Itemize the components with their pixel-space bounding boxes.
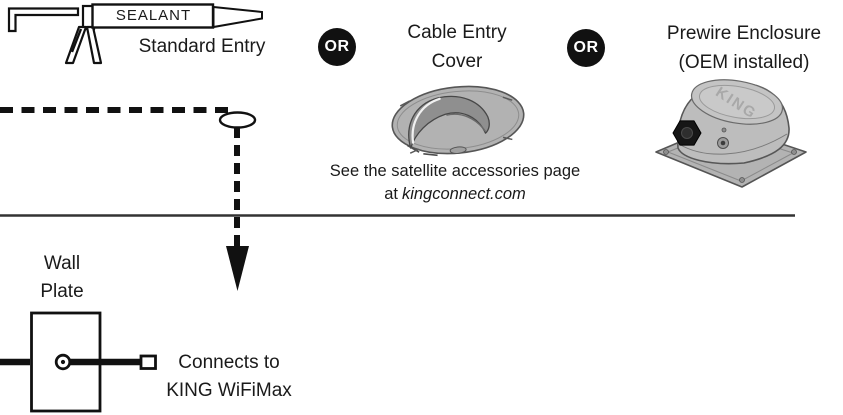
enclosure-lid-inner [698, 84, 776, 120]
accessories-note-at: at [384, 185, 398, 203]
prewire-enclosure-label: Prewire Enclosure (OEM installed) [644, 19, 843, 77]
enclosure-screw-bottom [739, 177, 745, 183]
cover-hump [408, 95, 490, 149]
enclosure-screw-right [791, 149, 797, 155]
cover-cable-notch [406, 144, 438, 157]
cable-entry-cover-label-line1: Cable Entry [407, 22, 507, 43]
enclosure-screw-top [721, 127, 727, 133]
sealant-nozzle [212, 5, 263, 29]
connects-to-label: Connects to KING WiFiMax [148, 349, 310, 405]
cover-hump-highlight [411, 97, 441, 144]
prewire-enclosure-illustration: KING [655, 79, 807, 188]
wall-plate-label-line1: Wall [43, 253, 81, 274]
connects-to-label-line2: KING WiFiMax [166, 380, 292, 401]
enclosure-screw-left [663, 149, 669, 155]
coax-port-pin [60, 359, 66, 365]
caulk-gun-rod-handle [7, 7, 80, 33]
wall-plate-label-line2: Plate [40, 281, 84, 302]
wall-plate-label: Wall Plate [23, 250, 101, 306]
or-badge-2-label: OR [573, 39, 599, 56]
caulk-gun-trigger [70, 28, 83, 53]
or-badge-2: OR [567, 29, 605, 67]
accessories-note-site: kingconnect.com [401, 185, 526, 203]
enclosure-port-core [720, 140, 726, 146]
connects-to-label-line1: Connects to [178, 352, 280, 373]
cover-bottom-latch [449, 146, 467, 154]
or-badge-1: OR [318, 28, 356, 66]
accessories-note-line1: See the satellite accessories page [329, 162, 581, 180]
cable-entry-cover-label-line2: Cover [431, 51, 483, 72]
cable-connector-icon [139, 354, 157, 370]
caulk-gun-right-leg [85, 25, 103, 65]
enclosure-body-seam [678, 133, 788, 155]
caulk-gun-illustration [7, 3, 263, 65]
cable-entry-cover-illustration [391, 85, 525, 157]
prewire-enclosure-label-line1: Prewire Enclosure [666, 23, 822, 44]
entry-point-ellipse [218, 111, 257, 129]
sealant-tube-label: SEALANT [115, 7, 192, 24]
cable-entry-cover-label: Cable Entry Cover [381, 18, 533, 76]
prewire-enclosure-label-line2: (OEM installed) [678, 52, 810, 73]
route-arrowhead-icon [226, 246, 249, 291]
standard-entry-label: Standard Entry [138, 36, 266, 57]
cover-rim-tabs [399, 96, 513, 154]
or-badge-1-label: OR [324, 38, 350, 55]
enclosure-connector-core [681, 127, 693, 139]
cover-hump-shadow [446, 113, 486, 132]
